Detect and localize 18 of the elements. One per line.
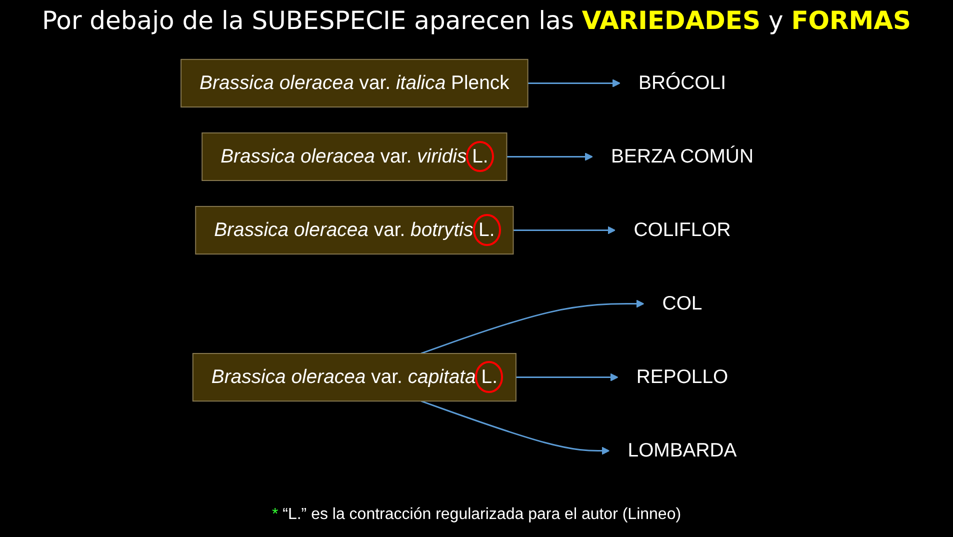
node-text: COL xyxy=(662,292,702,314)
node-box: Brassica oleracea var. botrytis L. xyxy=(195,206,514,255)
node-text: COLIFLOR xyxy=(634,219,731,241)
arrow xyxy=(506,152,593,161)
node-text: REPOLLO xyxy=(636,366,728,388)
footnote: * “L.” es la contracción regularizada para el autor (Linneo) xyxy=(272,506,682,524)
arrow xyxy=(420,300,644,354)
node-text: BRÓCOLI xyxy=(638,72,726,94)
arrow xyxy=(420,400,610,455)
arrow xyxy=(513,226,616,234)
arrow xyxy=(528,79,620,88)
node-box: Brassica oleracea var. italica Plenck xyxy=(180,58,528,108)
node-text: BERZA COMÚN xyxy=(611,146,754,168)
title: Por debajo de la SUBESPECIE aparecen las VARIEDADES y FORMAS xyxy=(42,6,912,35)
arrow xyxy=(516,373,618,382)
node-box: Brassica oleracea var. capitata L. xyxy=(192,353,516,402)
node-box: Brassica oleracea var. viridis L. xyxy=(202,132,508,181)
node-text: LOMBARDA xyxy=(628,440,737,462)
